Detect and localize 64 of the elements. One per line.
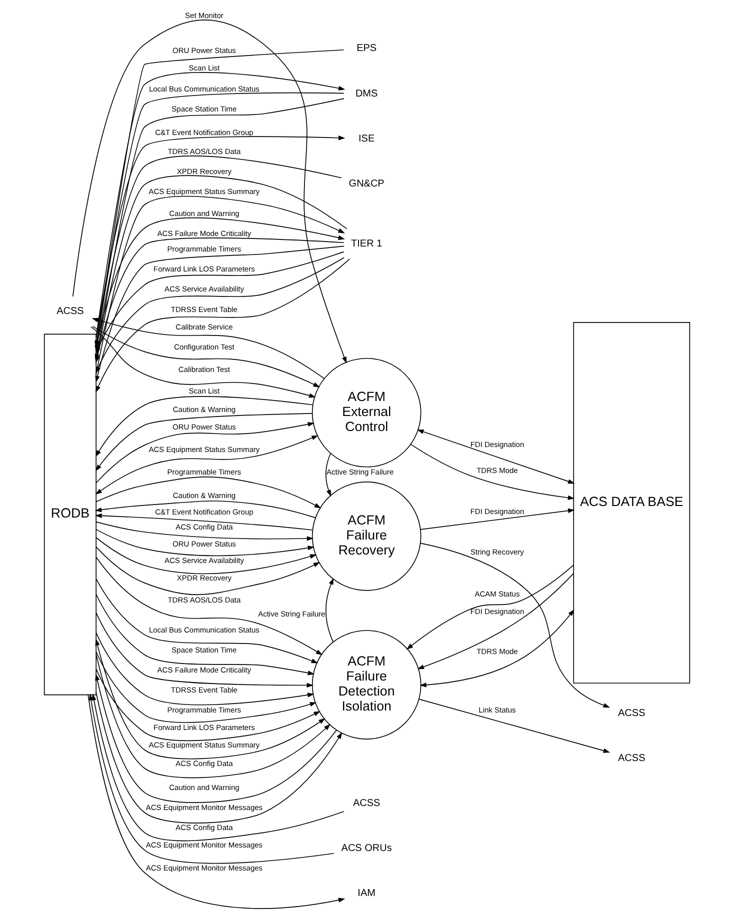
node-text: ACSS xyxy=(56,306,84,318)
edge-label: ACS Config Data xyxy=(175,823,232,832)
edge-label: Space Station Time xyxy=(171,104,236,114)
edge-label: Forward Link LOS Parameters xyxy=(153,264,254,274)
edge-label: ORU Power Status xyxy=(172,539,236,548)
node-text: ACSS xyxy=(618,708,645,719)
edge-label: ACS Service Availability xyxy=(164,556,244,566)
node-text: EPS xyxy=(356,43,376,54)
node-text: ACS ORUs xyxy=(340,842,392,854)
edge-label: ACS Config Data xyxy=(175,758,232,768)
edge-label: ACS Config Data xyxy=(175,522,232,532)
edge-label: ACAM Status xyxy=(474,589,520,598)
edge-label: Calibration Test xyxy=(178,364,230,374)
edge-label: TDRSS Event Table xyxy=(170,685,237,694)
edge-label: ACS Service Availability xyxy=(164,284,244,294)
edge-label: Configuration Test xyxy=(174,342,234,352)
edge-label: String Recovery xyxy=(470,548,524,557)
edge-label: Caution & Warning xyxy=(172,490,236,500)
node-text: IAM xyxy=(357,888,375,900)
edge-label: FDI Designation xyxy=(470,506,524,516)
edge-label: Scan List xyxy=(188,386,220,396)
edge-label: Active String Failure xyxy=(326,467,394,476)
edge-label: ACS Equipment Status Summary xyxy=(148,445,260,454)
edge-label: ACS Equipment Monitor Messages xyxy=(145,803,262,812)
edge-label: Active String Failure xyxy=(258,610,325,619)
edge-label: Local Bus Communication Status xyxy=(148,625,259,634)
edge-label: ACS Failure Mode Criticality xyxy=(156,228,251,238)
edge-label: XPDR Recovery xyxy=(176,167,232,176)
edge-label: Calibrate Service xyxy=(175,322,232,332)
node-text: GN&CP xyxy=(348,178,384,190)
edge-label: C&T Event Notification Group xyxy=(154,508,253,517)
node-text: ACSS xyxy=(352,798,380,809)
edge-label: ACS Equipment Monitor Messages xyxy=(145,863,262,872)
edge-label: Link Status xyxy=(478,705,516,714)
edge-label: TDRS AOS/LOS Data xyxy=(167,595,240,604)
edge-label: Caution and Warning xyxy=(168,783,239,792)
edge-label: Space Station Time xyxy=(171,645,236,654)
node-text: DMS xyxy=(354,88,378,100)
edge-label: ACS Equipment Status Summary xyxy=(148,187,260,196)
edge-label: ACS Failure Mode Criticality xyxy=(156,665,251,674)
edge-label: TDRS AOS/LOS Data xyxy=(167,146,240,156)
edge-label: FDI Designation xyxy=(470,440,524,450)
edge-label: ACS Equipment Monitor Messages xyxy=(145,840,262,850)
edge-label: C&T Event Notification Group xyxy=(154,128,253,137)
edge-label: ORU Power Status xyxy=(172,46,236,55)
edge-label: Caution & Warning xyxy=(172,404,236,414)
edge-label: XPDR Recovery xyxy=(176,574,232,583)
edge-label: Forward Link LOS Parameters xyxy=(153,723,254,732)
edge-label: ORU Power Status xyxy=(172,422,236,432)
edge-label: ACS Equipment Status Summary xyxy=(148,740,260,750)
node-text: TIER 1 xyxy=(350,238,382,250)
edge-label: FDI Designation xyxy=(470,606,524,616)
edge-label: TDRSS Event Table xyxy=(170,304,237,314)
edge-label: TDRS Mode xyxy=(476,466,518,475)
edge-label: TDRS Mode xyxy=(476,647,518,656)
edge-label: Local Bus Communication Status xyxy=(148,84,259,94)
node-text: ISE xyxy=(358,133,374,144)
edge-label: Programmable Timers xyxy=(166,468,241,477)
edge-label: Programmable Timers xyxy=(166,705,241,714)
edge-label: Scan List xyxy=(188,64,220,73)
node-text: ACSS xyxy=(618,752,645,764)
edge-label: Programmable Timers xyxy=(166,244,241,254)
edge-label: Set Monitor xyxy=(184,10,223,20)
edge-label: Caution and Warning xyxy=(168,208,239,218)
